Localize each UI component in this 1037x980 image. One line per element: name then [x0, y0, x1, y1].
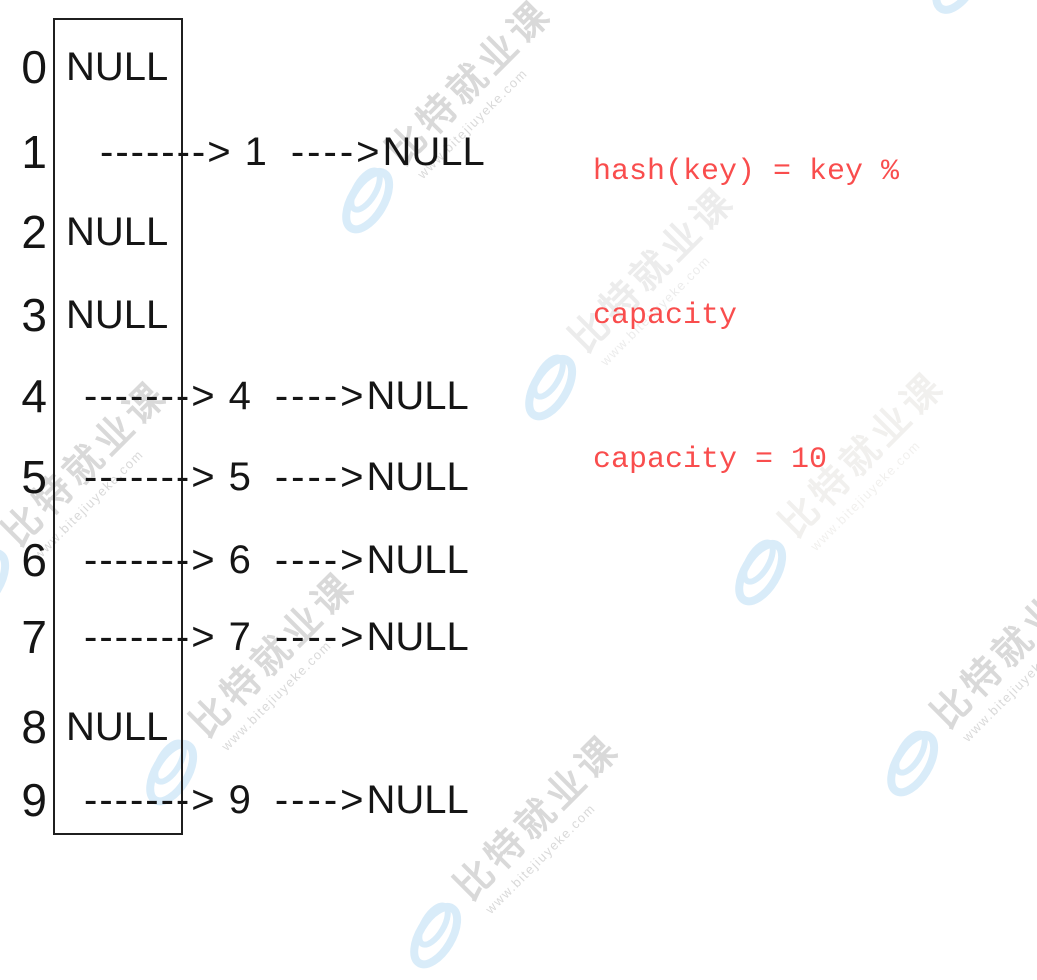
- brand-logo-icon: [932, 0, 984, 14]
- brand-logo-icon: [887, 730, 939, 797]
- brand-logo-icon: [735, 539, 787, 606]
- bucket-index-3: 3: [21, 289, 47, 341]
- hash-function-note: hash(key) = key % capacity capacity = 10: [593, 52, 899, 532]
- chain-arrow-to-null: ---->: [274, 455, 367, 499]
- chain-arrow-to-null: ---->: [274, 778, 367, 822]
- bucket-row-7: ------->7 ---->NULL: [84, 612, 469, 662]
- brand-logo-icon: [0, 549, 10, 615]
- chain-node-value: 9: [228, 778, 251, 822]
- chain-null-terminator: NULL: [366, 374, 469, 418]
- bucket-index-0: 0: [21, 41, 47, 93]
- chain-arrow-to-null: ---->: [274, 615, 367, 659]
- chain-null-terminator: NULL: [366, 615, 469, 659]
- brand-logo-icon: [146, 739, 198, 806]
- chain-arrow-from-bucket: ------->: [84, 615, 217, 659]
- watermark-tile: 比特就业课 www.bitejiuyeke.com: [0, 373, 189, 626]
- bucket-index-5: 5: [21, 451, 47, 503]
- hash-function-note-line-3: capacity = 10: [593, 443, 828, 477]
- bucket-index-7: 7: [21, 611, 47, 663]
- bucket-row-1: ------->1 ---->NULL: [100, 127, 485, 177]
- brand-logo-icon: [410, 902, 462, 969]
- chain-arrow-to-null: ---->: [274, 538, 367, 582]
- chain-node-value: 6: [228, 538, 251, 582]
- bucket-index-9: 9: [21, 774, 47, 826]
- watermark-tile: 比特就业课 www.bitejiuyeke.com: [503, 179, 755, 432]
- bucket-cell-null: NULL: [66, 45, 169, 89]
- bucket-row-9: ------->9 ---->NULL: [84, 775, 469, 825]
- bucket-row-6: ------->6 ---->NULL: [84, 535, 469, 585]
- chain-node-value: 1: [244, 130, 267, 174]
- bucket-row-5: ------->5 ---->NULL: [84, 452, 469, 502]
- watermark-tile: [914, 0, 1000, 22]
- watermark-tile: 比特就业课 www.bitejiuyeke.com: [320, 0, 572, 245]
- hash-array-box: [53, 18, 183, 835]
- watermark-tile: 比特就业课 www.bitejiuyeke.com: [124, 564, 376, 817]
- chain-null-terminator: NULL: [382, 130, 485, 174]
- brand-logo-icon: [525, 354, 577, 421]
- bucket-cell-null: NULL: [66, 705, 169, 749]
- bucket-row-3: NULL: [66, 290, 168, 340]
- chain-node-value: 4: [228, 374, 251, 418]
- chain-null-terminator: NULL: [366, 538, 469, 582]
- brand-logo-icon: [342, 167, 394, 234]
- bucket-index-6: 6: [21, 534, 47, 586]
- chain-null-terminator: NULL: [366, 778, 469, 822]
- chain-arrow-from-bucket: ------->: [84, 374, 217, 418]
- bucket-row-0: NULL: [66, 42, 168, 92]
- bucket-index-8: 8: [21, 701, 47, 753]
- bucket-row-2: NULL: [66, 207, 168, 257]
- bucket-index-1: 1: [21, 126, 47, 178]
- bucket-cell-null: NULL: [66, 293, 169, 337]
- chain-node-value: 5: [228, 455, 251, 499]
- chain-null-terminator: NULL: [366, 455, 469, 499]
- watermark-tile: 比特就业课 www.bitejiuyeke.com: [713, 364, 965, 617]
- watermark-tile: 比特就业课 www.bitejiuyeke.com: [865, 555, 1037, 808]
- chain-arrow-from-bucket: ------->: [84, 778, 217, 822]
- bucket-cell-null: NULL: [66, 210, 169, 254]
- chain-arrow-to-null: ---->: [274, 374, 367, 418]
- bucket-row-8: NULL: [66, 702, 168, 752]
- hash-table-diagram: 0 1 2 3 4 5 6 7 8 9 NULL ------->1---->N…: [21, 18, 485, 835]
- bucket-index-4: 4: [21, 370, 47, 422]
- chain-node-value: 7: [228, 615, 251, 659]
- chain-arrow-from-bucket: ------->: [84, 455, 217, 499]
- chain-arrow-to-null: ---->: [290, 130, 383, 174]
- bucket-row-4: ------->4 ---->NULL: [84, 371, 469, 421]
- hash-function-note-line-2: capacity: [593, 299, 738, 333]
- chain-arrow-from-bucket: ------->: [84, 538, 217, 582]
- hash-function-note-line-1: hash(key) = key %: [593, 155, 900, 189]
- bucket-index-2: 2: [21, 206, 47, 258]
- chain-arrow-from-bucket: ------->: [100, 130, 233, 174]
